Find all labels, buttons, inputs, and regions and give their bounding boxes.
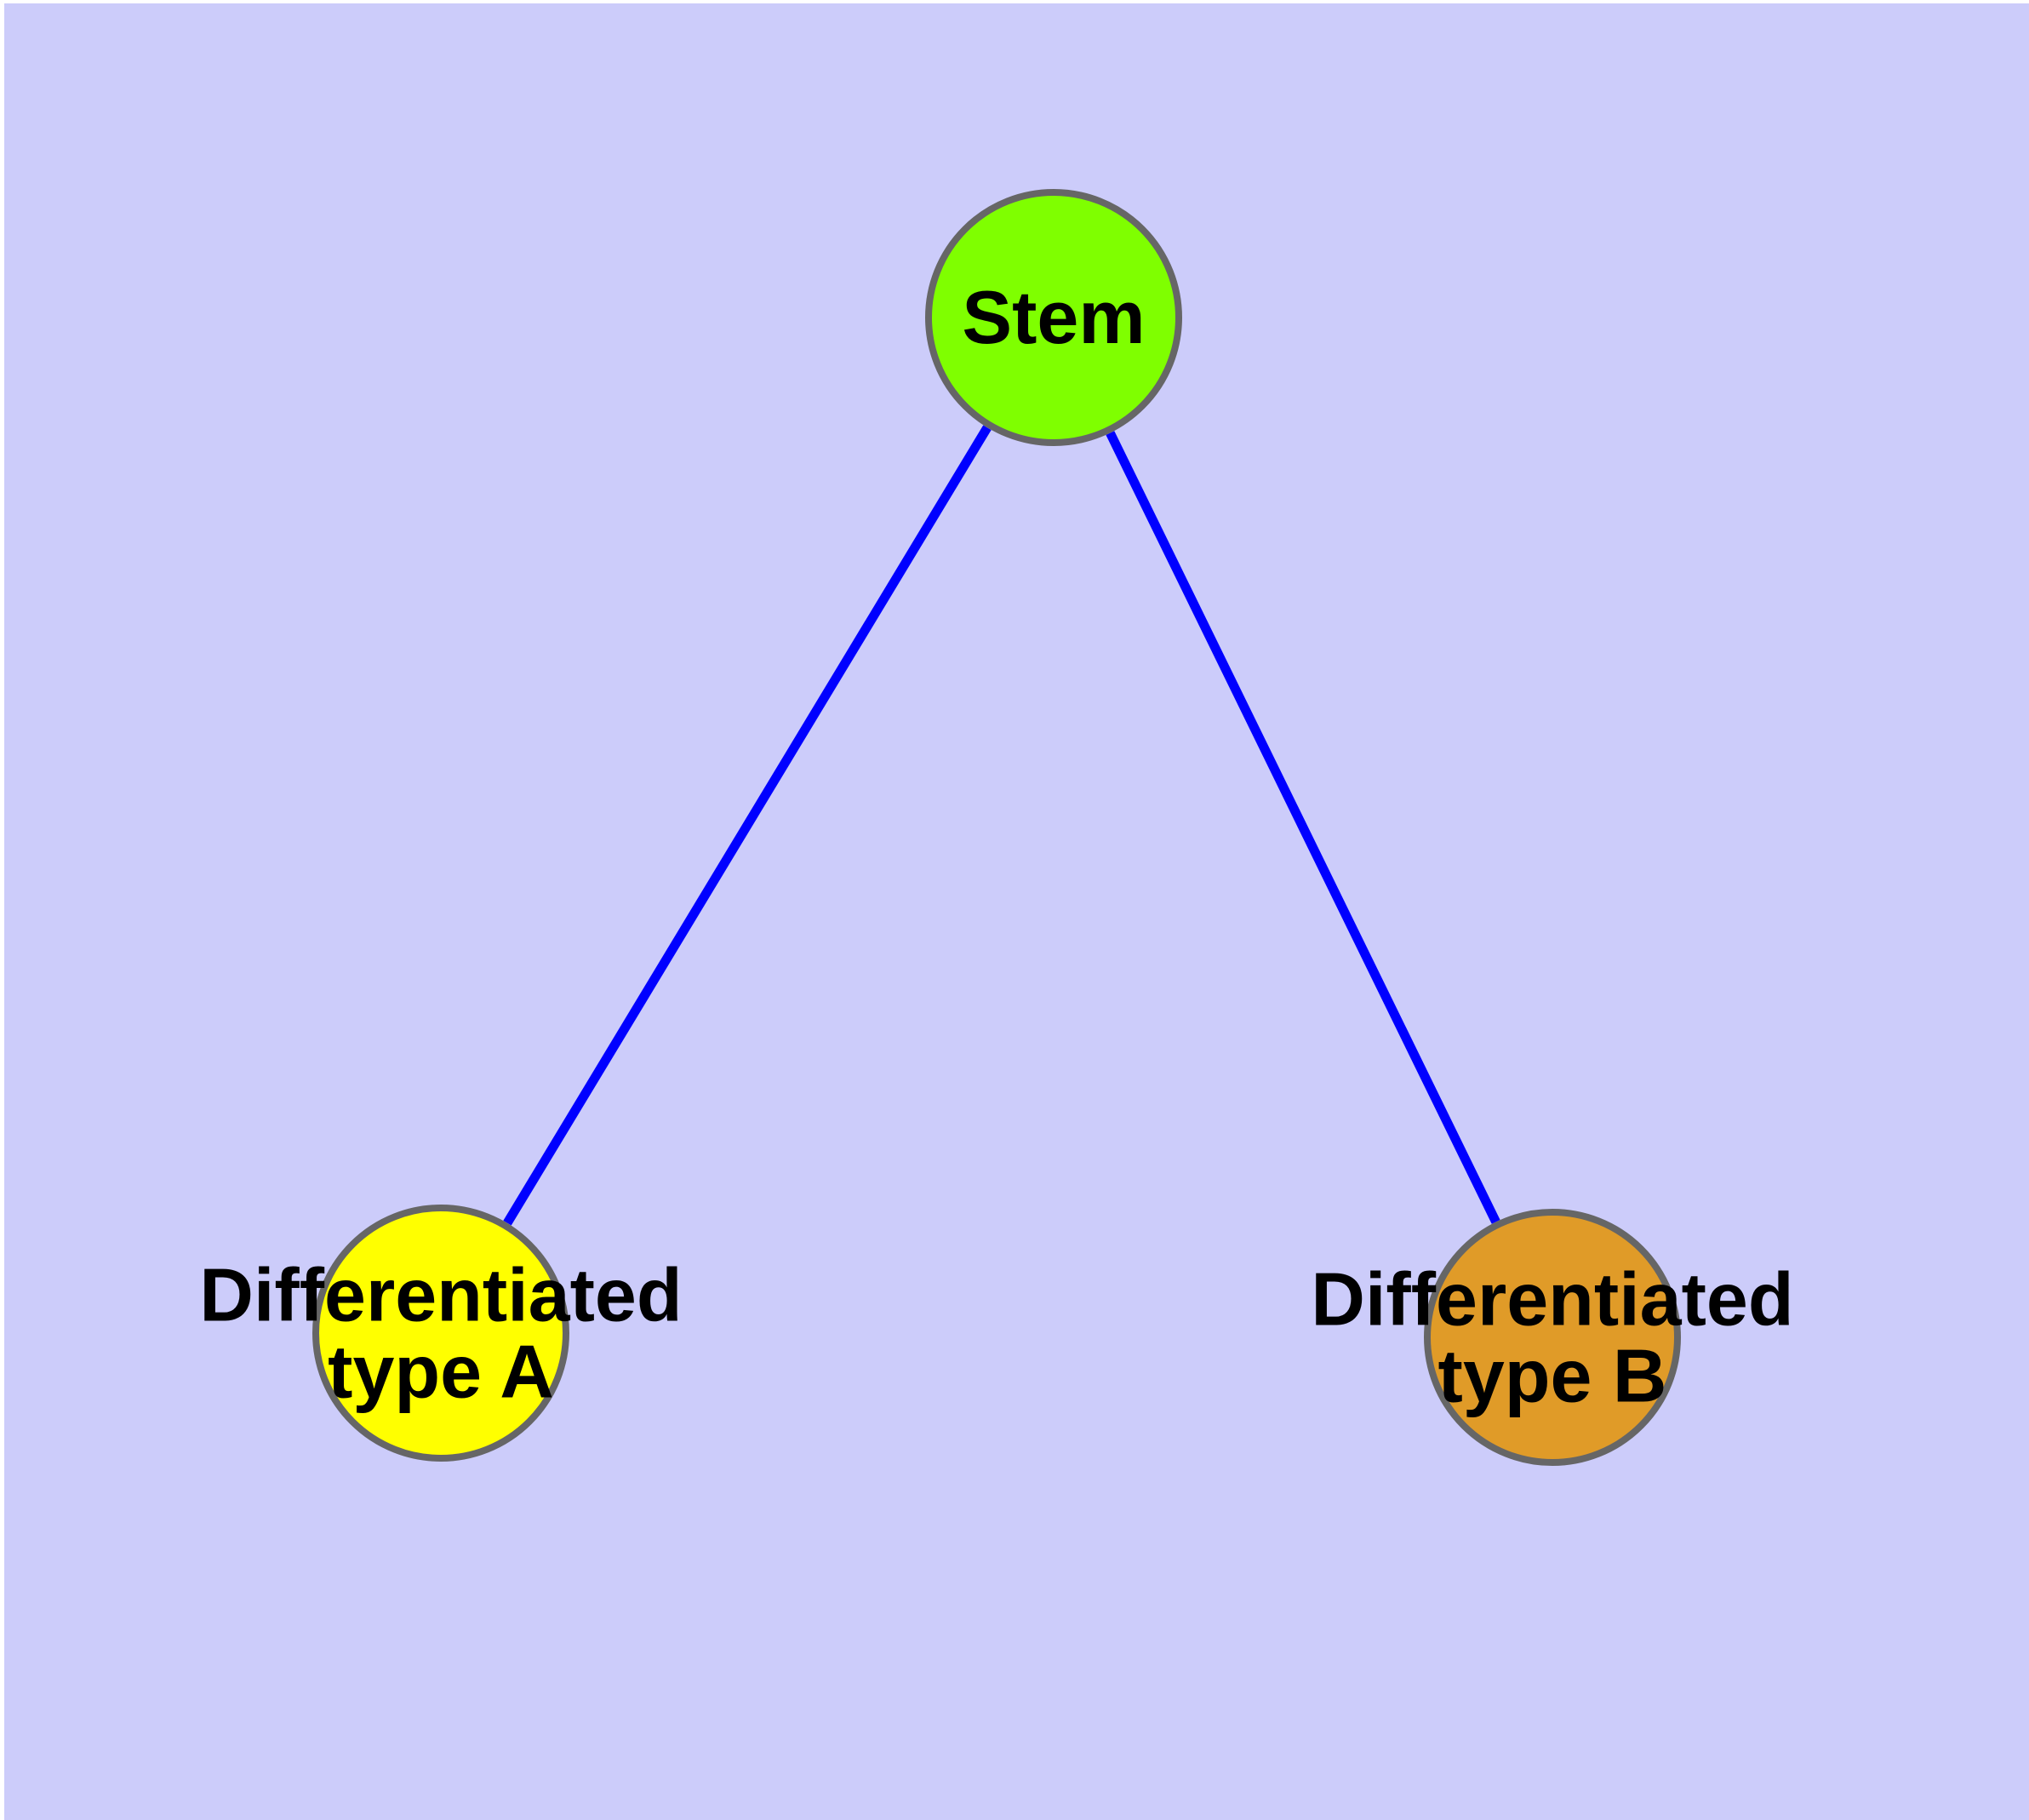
graph-node-diff-b[interactable] (1424, 1209, 1681, 1466)
graph-edge-stem-to-diff-b[interactable] (1106, 431, 1500, 1224)
graph-node-stem[interactable] (925, 189, 1182, 446)
graph-node-diff-a[interactable] (312, 1205, 569, 1462)
graph-edge-stem-to-diff-a[interactable] (503, 425, 992, 1226)
node-layer (312, 189, 1681, 1466)
edge-layer (503, 425, 1500, 1226)
